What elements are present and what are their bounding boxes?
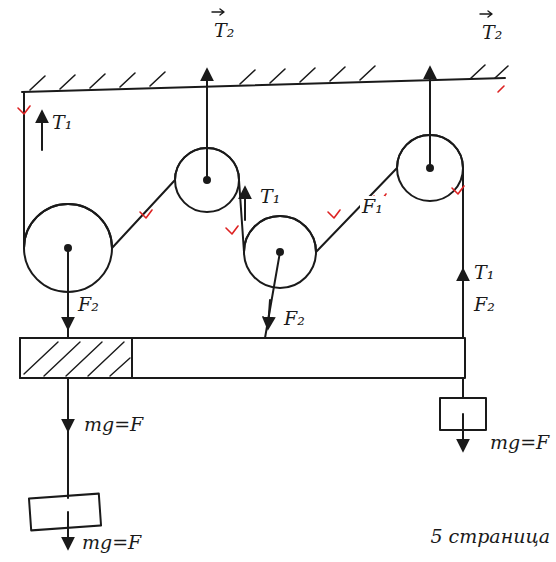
weight-label: mg=F (82, 414, 145, 435)
tension-label: T₂ (480, 22, 504, 43)
weight-label: mg=F (488, 432, 551, 453)
force-label: F₂ (282, 308, 307, 329)
tension-label: T₁ (50, 112, 74, 133)
force-label: F₂ (472, 294, 497, 315)
force-label: F₂ (76, 294, 101, 315)
tension-label: T₁ (258, 186, 282, 207)
page-number: 5 страница (428, 526, 552, 547)
tension-label: T₁ (472, 262, 496, 283)
weight-label: mg=F (80, 532, 143, 553)
force-label: F₁ (360, 196, 385, 217)
tension-label: T₂ (212, 20, 236, 41)
